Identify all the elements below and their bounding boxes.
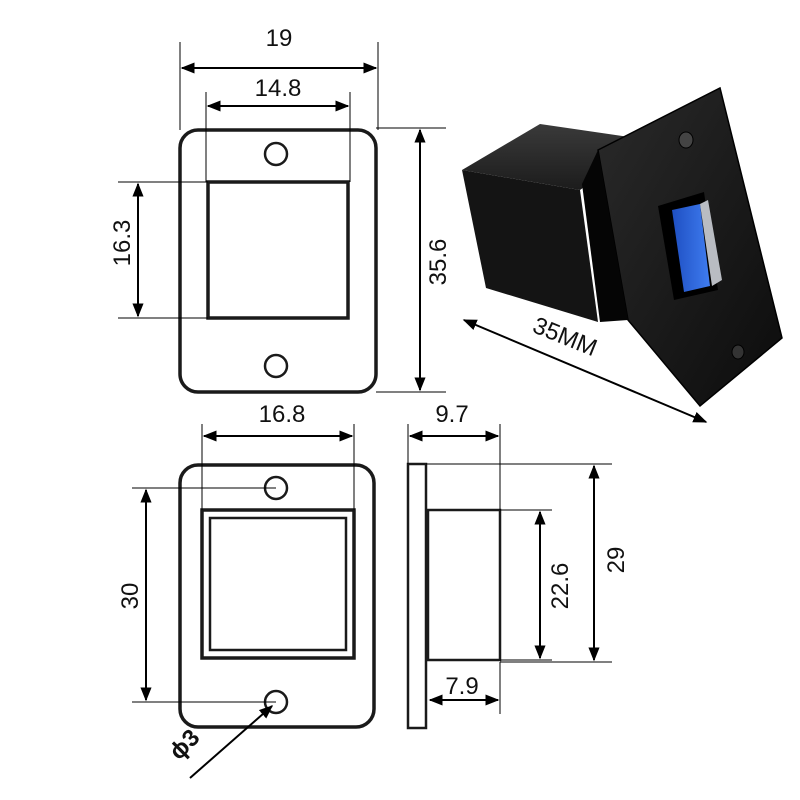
housing-side-face: [462, 170, 598, 322]
usb-blue-tongue: [672, 204, 710, 292]
rear-view: 16.8 30 ϕ3: [117, 401, 376, 779]
photo-top-hole: [678, 131, 694, 149]
dim-hole-spacing-30-label: 30: [117, 583, 144, 610]
dim-length-35mm-line: [462, 319, 708, 423]
front-plate-outline: [178, 128, 378, 394]
dim-flange-height-29-label: 29: [603, 547, 630, 574]
dim-body-depth-7-9-label: 7.9: [445, 673, 478, 700]
dim-hole-diameter-label: ϕ3: [164, 724, 205, 765]
side-view: 9.7 22.6 29 7.9: [406, 401, 630, 730]
front-opening: [206, 180, 350, 320]
dim-height-35-6-label: 35.6: [425, 239, 452, 286]
dim-body-height-22-6-label: 22.6: [547, 563, 574, 610]
flange-edge: [582, 150, 628, 322]
front-bottom-hole: [263, 353, 289, 379]
side-body: [426, 508, 502, 662]
usb-metal-shell: [700, 200, 722, 286]
photo-bottom-hole: [731, 344, 745, 360]
rear-opening-inner: [208, 516, 348, 652]
front-view: 19 14.8 16.3 35.6: [109, 25, 452, 394]
dim-width-19-label: 19: [266, 25, 293, 52]
dim-inner-width-14-8-label: 14.8: [255, 75, 302, 102]
front-top-hole: [263, 141, 289, 167]
side-flange: [406, 462, 428, 730]
dim-hole-diameter-leader: [189, 705, 274, 779]
dim-rear-width-16-8-label: 16.8: [259, 401, 306, 428]
rear-opening-outer: [200, 508, 356, 660]
rear-plate-outline: [178, 463, 376, 729]
product-photo: 35MM: [462, 86, 783, 423]
dim-inner-height-16-3-label: 16.3: [109, 220, 136, 267]
dim-depth-9-7-label: 9.7: [435, 401, 468, 428]
